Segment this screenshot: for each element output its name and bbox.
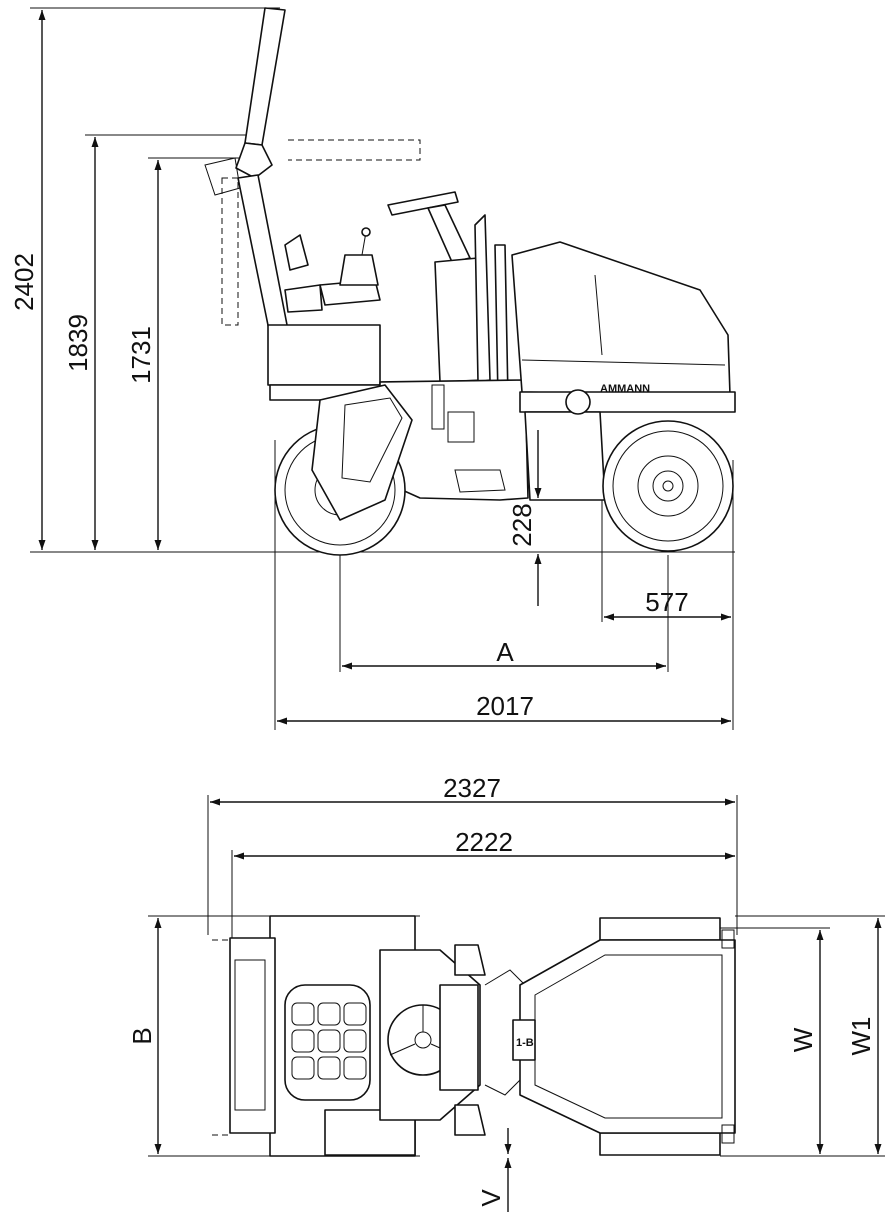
center-module-top xyxy=(379,944,526,1136)
rops-frame xyxy=(204,7,421,336)
dim-label-a: A xyxy=(496,637,514,667)
dim-label-1839: 1839 xyxy=(63,314,93,372)
dim-width-b: B xyxy=(127,915,420,1157)
dim-height-1731: 1731 xyxy=(126,157,245,550)
rear-drum xyxy=(274,384,413,556)
dim-overall-length: 2017 xyxy=(274,440,731,730)
dim-ground-clearance: 228 xyxy=(507,430,542,606)
dim-length-2222: 2222 xyxy=(231,827,735,945)
dim-label-w: W xyxy=(788,1027,818,1052)
dim-label-2402: 2402 xyxy=(9,253,39,311)
dim-label-2017: 2017 xyxy=(476,691,534,721)
dim-label-w1: W1 xyxy=(846,1017,876,1056)
dim-height-1839: 1839 xyxy=(63,134,250,550)
dim-label-228: 228 xyxy=(507,503,537,546)
dim-label-b: B xyxy=(127,1027,157,1044)
engine-hood: AMMANN xyxy=(511,241,736,501)
dim-label-2327: 2327 xyxy=(443,773,501,803)
badge-text: 1-B xyxy=(516,1037,534,1049)
dim-label-2222: 2222 xyxy=(455,827,513,857)
dim-total-height: 2402 xyxy=(9,7,280,550)
brand-logo-text: AMMANN xyxy=(600,383,650,395)
dim-length-2327: 2327 xyxy=(207,773,738,935)
steering-column xyxy=(387,191,509,399)
side-view: 2402 1839 1731 xyxy=(9,7,736,730)
dim-overhang: 577 xyxy=(601,460,734,730)
dim-label-v: V xyxy=(476,1189,506,1207)
dim-offset-v: V xyxy=(476,1128,512,1212)
dim-label-577: 577 xyxy=(645,587,688,617)
front-drum xyxy=(602,420,734,552)
dim-width-w1: W1 xyxy=(735,915,885,1157)
top-view: 2327 2222 xyxy=(127,773,885,1212)
dim-width-w: W xyxy=(720,927,830,1157)
front-module-top: 1-B xyxy=(512,917,736,1156)
dim-wheelbase: A xyxy=(339,555,669,672)
dim-label-1731: 1731 xyxy=(126,326,156,384)
